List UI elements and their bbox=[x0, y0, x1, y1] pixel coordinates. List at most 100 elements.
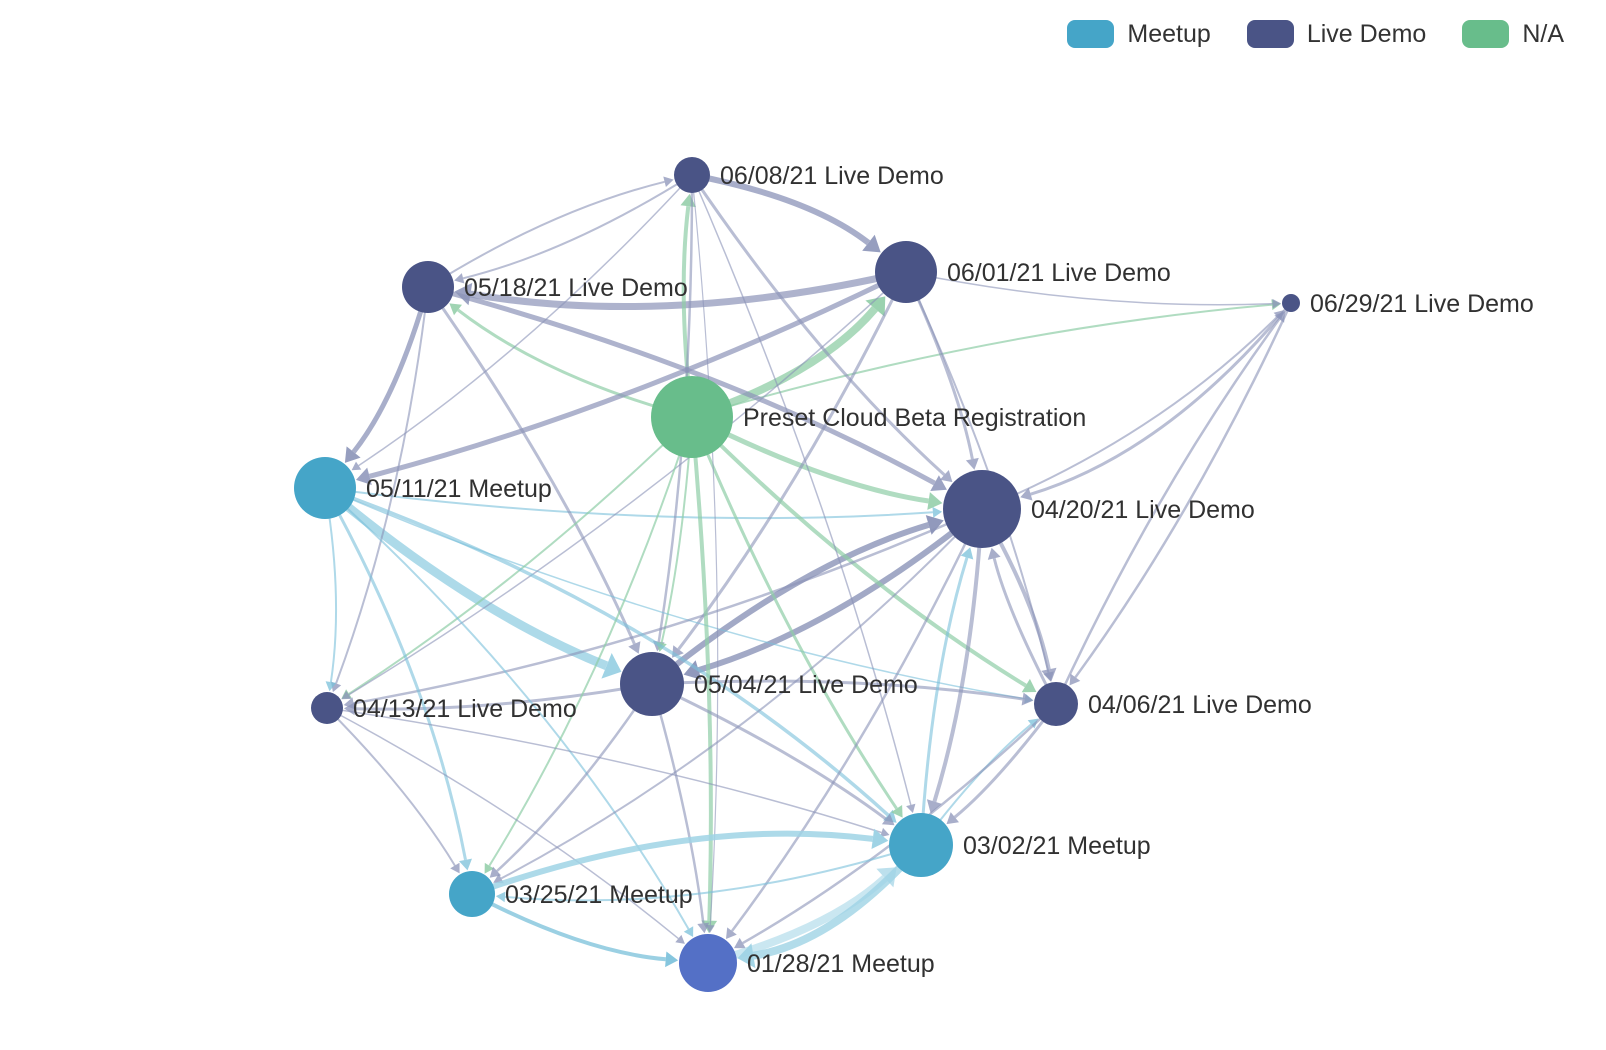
graph-node-0511[interactable] bbox=[294, 457, 356, 519]
legend-label-na: N/A bbox=[1522, 19, 1564, 48]
legend-label-live-demo: Live Demo bbox=[1306, 19, 1427, 48]
graph-edge-arrow bbox=[960, 547, 974, 560]
graph-edge-arrow bbox=[906, 803, 916, 813]
graph-edge-arrow bbox=[351, 461, 362, 471]
graph-edge bbox=[651, 682, 887, 821]
graph-node-0413[interactable] bbox=[311, 692, 343, 724]
graph-node-label-0504: 05/04/21 Live Demo bbox=[694, 671, 918, 699]
graph-node-0504[interactable] bbox=[620, 652, 684, 716]
graph-edge bbox=[488, 416, 693, 867]
graph-edge bbox=[691, 174, 719, 926]
graph-edge bbox=[353, 507, 983, 705]
graph-edge-arrow bbox=[343, 697, 355, 710]
graph-node-0420[interactable] bbox=[943, 470, 1021, 548]
graph-node-0325[interactable] bbox=[449, 871, 495, 917]
graph-edge bbox=[919, 557, 969, 846]
graph-edge bbox=[496, 683, 654, 872]
graph-edge-arrow bbox=[891, 805, 903, 818]
graph-edge-arrow bbox=[1021, 678, 1037, 693]
graph-edge bbox=[981, 315, 1279, 510]
graph-edge-arrow bbox=[344, 446, 361, 463]
graph-edge bbox=[706, 875, 888, 967]
graph-edge-arrow bbox=[683, 926, 694, 937]
graph-edge-arrow bbox=[665, 951, 679, 968]
graph-edge-arrow bbox=[871, 828, 889, 849]
graph-edge bbox=[691, 174, 912, 806]
graph-edge bbox=[691, 303, 1272, 418]
graph-edge bbox=[354, 682, 653, 711]
graph-edge bbox=[992, 557, 1058, 705]
graph-edge-arrow bbox=[932, 506, 943, 518]
graph-node-label-0128: 01/28/21 Meetup bbox=[747, 950, 935, 978]
graph-edge-arrow bbox=[862, 234, 881, 253]
graph-edge bbox=[322, 484, 609, 670]
graph-edge bbox=[677, 271, 908, 651]
graph-node-label-0325: 03/25/21 Meetup bbox=[505, 881, 693, 909]
graph-node-0518[interactable] bbox=[402, 261, 454, 313]
graph-edge bbox=[326, 707, 882, 834]
graph-edge bbox=[324, 487, 1026, 700]
graph-edge-arrow bbox=[495, 891, 506, 903]
graph-node-preset[interactable] bbox=[651, 376, 733, 458]
graph-edge bbox=[690, 415, 1027, 688]
graph-edge-arrow bbox=[880, 827, 890, 838]
graph-edge bbox=[690, 416, 713, 921]
graph-edge-arrow bbox=[675, 934, 685, 944]
legend-item-live-demo[interactable]: Live Demo bbox=[1246, 19, 1427, 48]
graph-edge bbox=[905, 271, 1273, 306]
graph-node-0608[interactable] bbox=[674, 157, 710, 193]
graph-edge-arrow bbox=[459, 858, 472, 871]
legend-item-na[interactable]: N/A bbox=[1462, 20, 1564, 48]
graph-edge bbox=[324, 487, 933, 520]
graph-edge-arrow bbox=[449, 303, 462, 316]
legend-item-meetup[interactable]: Meetup bbox=[1067, 19, 1211, 48]
graph-node-label-0413: 04/13/21 Live Demo bbox=[353, 695, 577, 723]
graph-edge-arrow bbox=[683, 660, 702, 680]
graph-edge-arrow bbox=[926, 799, 942, 814]
graph-edge-arrow bbox=[726, 927, 737, 939]
graph-node-label-0420: 04/20/21 Live Demo bbox=[1031, 496, 1255, 524]
legend: Meetup Live Demo N/A bbox=[1067, 20, 1564, 48]
legend-label-meetup: Meetup bbox=[1127, 19, 1211, 48]
graph-edge bbox=[505, 844, 922, 902]
graph-edge bbox=[690, 416, 898, 810]
graph-edge-arrow bbox=[965, 457, 979, 470]
graph-edge-arrow bbox=[341, 690, 352, 700]
graph-edge-arrow bbox=[927, 492, 943, 510]
graph-edge-arrow bbox=[1027, 718, 1039, 729]
graph-edge-arrow bbox=[925, 515, 944, 535]
graph-edge bbox=[326, 707, 679, 940]
graph-edge-arrow bbox=[628, 641, 641, 654]
graph-node-0629[interactable] bbox=[1282, 294, 1300, 312]
graph-edge-arrow bbox=[454, 273, 465, 284]
graph-edge-arrow bbox=[601, 653, 622, 679]
graph-edge bbox=[427, 284, 936, 486]
graph-edge-arrow bbox=[356, 467, 372, 485]
graph-edge-arrow bbox=[881, 813, 895, 826]
graph-node-label-preset: Preset Cloud Beta Registration bbox=[743, 404, 1086, 432]
graph-edge-arrow bbox=[489, 866, 502, 878]
graph-edge-arrow bbox=[876, 867, 897, 888]
graph-edge-arrow bbox=[450, 862, 460, 874]
graph-edge bbox=[730, 508, 984, 932]
graph-node-0406[interactable] bbox=[1034, 682, 1078, 726]
graph-edge-arrow bbox=[1069, 673, 1081, 686]
graph-edge-arrow bbox=[325, 681, 337, 692]
graph-node-label-0601: 06/01/21 Live Demo bbox=[947, 259, 1171, 287]
graph-edge bbox=[471, 892, 666, 962]
graph-edge bbox=[323, 487, 467, 861]
graph-node-0302[interactable] bbox=[889, 813, 953, 877]
graph-edge-arrow bbox=[1021, 692, 1034, 706]
graph-edge-arrow bbox=[939, 470, 953, 483]
graph-edge bbox=[324, 487, 690, 930]
graph-edge bbox=[953, 703, 1058, 819]
graph-node-0128[interactable] bbox=[679, 934, 737, 992]
graph-edge bbox=[469, 268, 907, 311]
graph-node-0601[interactable] bbox=[875, 241, 937, 303]
graph-node-label-0608: 06/08/21 Live Demo bbox=[720, 162, 944, 190]
legend-swatch-live-demo-icon bbox=[1246, 20, 1294, 48]
graph-edge bbox=[1054, 318, 1281, 705]
graph-edge-arrow bbox=[946, 812, 959, 825]
